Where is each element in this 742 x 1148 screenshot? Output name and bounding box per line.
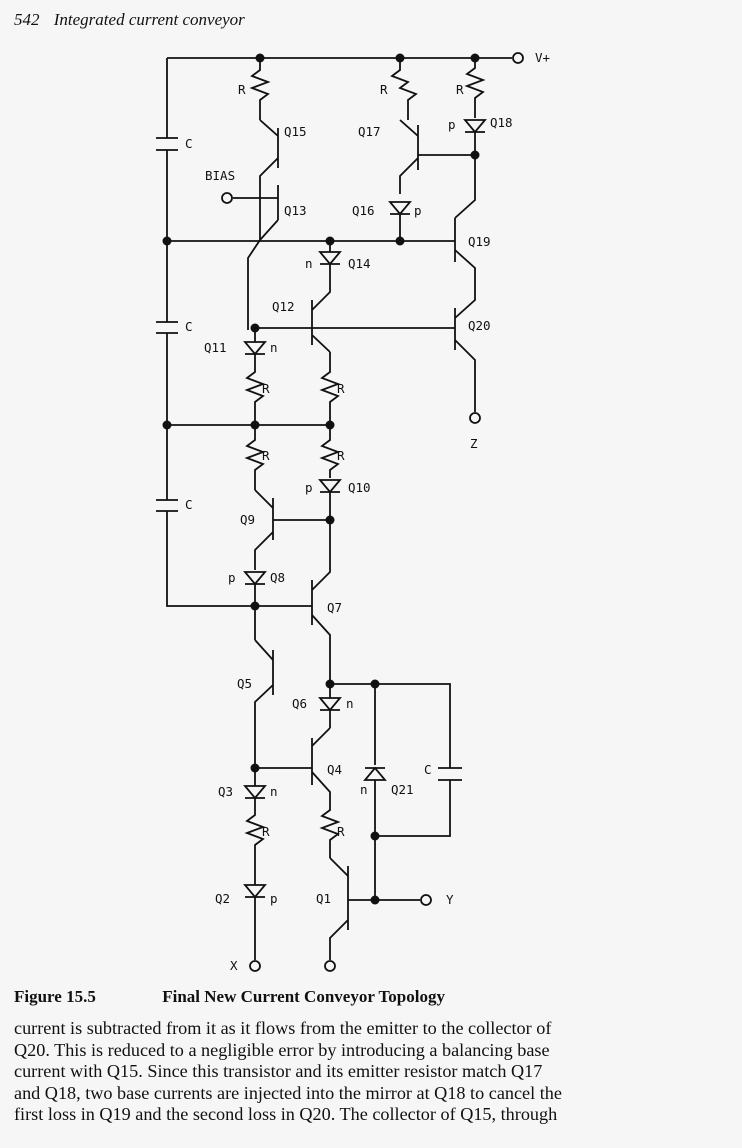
- figure-title: Final New Current Conveyor Topology: [162, 987, 445, 1006]
- svg-text:Q10: Q10: [348, 480, 371, 495]
- cap-label-2: C: [185, 319, 193, 334]
- left-column-upper: [247, 239, 261, 330]
- body-line: Q20. This is reduced to a negligible err…: [14, 1039, 550, 1060]
- svg-text:R: R: [238, 82, 246, 97]
- transistor-q5: [254, 639, 274, 768]
- svg-text:Q5: Q5: [237, 676, 252, 691]
- bias-line: [233, 185, 279, 220]
- diode-q16: [388, 201, 412, 240]
- svg-text:R: R: [380, 82, 388, 97]
- svg-text:C: C: [424, 762, 432, 777]
- capacitor-q21: [438, 767, 462, 781]
- diode-q10: [318, 479, 342, 520]
- transistor-q15: [259, 119, 279, 240]
- svg-text:Q19: Q19: [468, 234, 491, 249]
- cap-label-3: C: [185, 497, 193, 512]
- svg-text:R: R: [456, 82, 464, 97]
- svg-text:Q21: Q21: [391, 782, 414, 797]
- svg-text:R: R: [337, 824, 345, 839]
- svg-text:p: p: [228, 570, 236, 585]
- transistor-q4: [255, 727, 341, 858]
- svg-text:n: n: [270, 784, 278, 799]
- z-terminal: [469, 412, 481, 424]
- svg-text:R: R: [337, 381, 345, 396]
- svg-text:R: R: [262, 824, 270, 839]
- svg-text:n: n: [360, 782, 368, 797]
- page-number: 542: [14, 10, 40, 29]
- svg-text:Q14: Q14: [348, 256, 371, 271]
- svg-text:Q16: Q16: [352, 203, 375, 218]
- svg-text:p: p: [305, 480, 313, 495]
- svg-text:Q7: Q7: [327, 600, 342, 615]
- svg-text:Q20: Q20: [468, 318, 491, 333]
- svg-text:Q1: Q1: [316, 891, 331, 906]
- body-line: current with Q15. Since this transistor …: [14, 1061, 543, 1081]
- resistor-left-lower: [244, 425, 266, 490]
- resistor-q15: [249, 58, 271, 120]
- transistor-q17: [399, 119, 419, 194]
- running-title: Integrated current conveyor: [53, 10, 245, 29]
- diode-q8: [243, 571, 267, 640]
- q11-resistor: [243, 328, 267, 425]
- y-label: Y: [446, 892, 454, 907]
- transistors-q19-q20: [418, 154, 476, 412]
- svg-text:Q15: Q15: [284, 124, 307, 139]
- svg-text:Q6: Q6: [292, 696, 307, 711]
- bias-terminal: [221, 192, 233, 204]
- cap-label-1: C: [185, 136, 193, 151]
- svg-text:R: R: [262, 448, 270, 463]
- transistor-q13: [259, 219, 279, 241]
- svg-text:p: p: [448, 117, 456, 132]
- svg-text:Q18: Q18: [490, 115, 513, 130]
- svg-text:Q17: Q17: [358, 124, 381, 139]
- z-label: Z: [470, 436, 478, 451]
- transistor-q1: [329, 836, 420, 960]
- diode-q2: [243, 884, 267, 960]
- figure-caption: Figure 15.5 Final New Current Conveyor T…: [14, 987, 445, 1007]
- svg-text:R: R: [262, 381, 270, 396]
- y-terminal: [420, 894, 432, 906]
- svg-text:p: p: [270, 891, 278, 906]
- svg-text:n: n: [270, 340, 278, 355]
- body-line: first loss in Q19 and the second loss in…: [14, 1104, 558, 1124]
- svg-text:p: p: [414, 203, 422, 218]
- q3-resistor: [243, 768, 267, 885]
- svg-text:Q12: Q12: [272, 299, 295, 314]
- svg-text:Q4: Q4: [327, 762, 342, 777]
- diode-q21: [363, 766, 451, 837]
- figure-number: Figure 15.5: [14, 987, 96, 1006]
- vplus-terminal: [512, 52, 524, 64]
- svg-text:n: n: [305, 256, 313, 271]
- node-q6: [329, 680, 451, 768]
- q1-base-terminal: [324, 960, 336, 972]
- resistor-q17: [390, 58, 418, 120]
- bias-label: BIAS: [205, 168, 235, 183]
- svg-text:n: n: [346, 696, 354, 711]
- x-label: X: [230, 958, 238, 973]
- svg-text:Q3: Q3: [218, 784, 233, 799]
- body-line: current is subtracted from it as it flow…: [14, 1018, 552, 1038]
- transistor-q7: [255, 520, 331, 680]
- resistor-q18: [464, 58, 486, 118]
- body-paragraph: current is subtracted from it as it flow…: [14, 1018, 730, 1126]
- resistor-right-lower: [319, 425, 341, 478]
- svg-text:Q11: Q11: [204, 340, 227, 355]
- svg-text:Q8: Q8: [270, 570, 285, 585]
- svg-text:Q13: Q13: [284, 203, 307, 218]
- transistor-q9: [254, 489, 330, 570]
- capacitor-plates: [156, 137, 178, 512]
- svg-text:Q2: Q2: [215, 891, 230, 906]
- svg-text:Q9: Q9: [240, 512, 255, 527]
- body-line: and Q18, two base currents are injected …: [14, 1082, 562, 1103]
- vplus-label: V+: [535, 50, 550, 65]
- resistor-right-upper: [319, 352, 341, 425]
- diode-q18: [463, 119, 487, 155]
- svg-text:R: R: [337, 448, 345, 463]
- diode-q6: [318, 684, 342, 728]
- circuit-schematic: V+ C C C R Q15 BIAS Q13 R Q17 Q16 p R p …: [156, 50, 550, 973]
- running-header: 542 Integrated current conveyor: [14, 10, 245, 30]
- x-terminal: [249, 960, 261, 972]
- cap-column: [166, 58, 255, 607]
- q14-q12: [311, 241, 342, 353]
